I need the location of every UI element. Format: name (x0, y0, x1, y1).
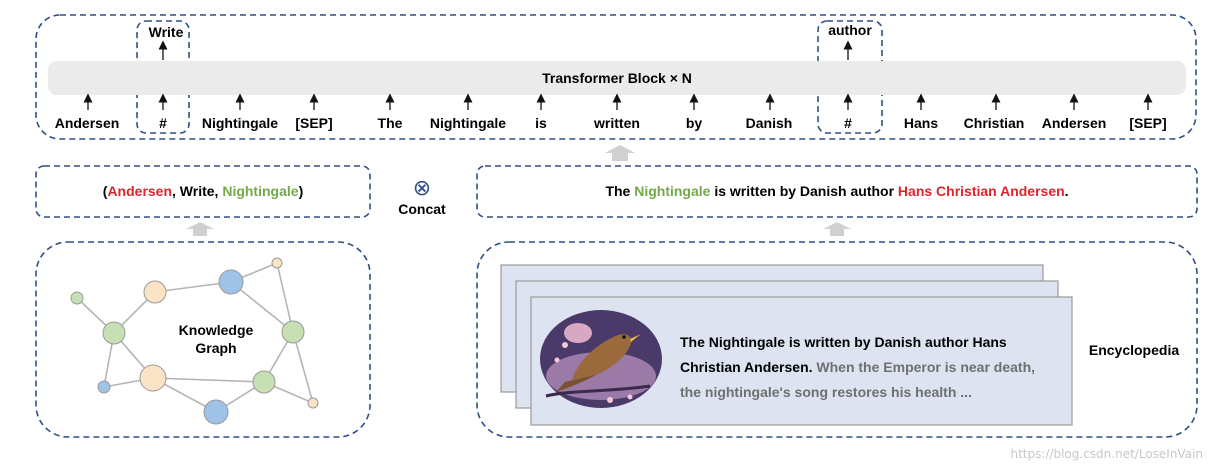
input-token: by (686, 115, 703, 131)
sentence-entity-andersen: Hans Christian Andersen (898, 183, 1065, 199)
graph-node (97, 380, 111, 394)
input-token: Andersen (55, 115, 120, 131)
input-sentence: The Nightingale is written by Danish aut… (605, 183, 1068, 199)
encyclopedia-text-line3: the nightingale's song restores his heal… (680, 384, 972, 400)
input-token: Andersen (1042, 115, 1107, 131)
encyclopedia-text-line2: Christian Andersen. When the Emperor is … (680, 359, 1035, 375)
nightingale-illustration (540, 310, 662, 408)
input-token: Nightingale (202, 115, 278, 131)
input-token: # (844, 115, 852, 131)
graph-node (307, 397, 319, 409)
flow-arrow-up-right-top (605, 145, 635, 161)
watermark: https://blog.csdn.net/LoseInVain (1010, 447, 1203, 461)
sentence-box (476, 165, 1198, 218)
transformer-block-label: Transformer Block × N (542, 70, 692, 86)
input-token: Hans (904, 115, 938, 131)
knowledge-graph-label-line1: Knowledge (179, 322, 254, 338)
knowledge-triple-box (35, 165, 371, 218)
knowledge-graph-panel (35, 241, 371, 438)
input-token: [SEP] (295, 115, 332, 131)
input-token: # (159, 115, 167, 131)
encyclopedia-panel (476, 241, 1198, 438)
sentence-entity-nightingale: Nightingale (634, 183, 710, 199)
triple-relation: Write (180, 183, 215, 199)
graph-node (252, 370, 276, 394)
knowledge-triple: (Andersen, Write, Nightingale) (103, 183, 303, 199)
output-token-author: author (828, 22, 872, 38)
graph-node (143, 280, 167, 304)
graph-node (271, 257, 283, 269)
input-token-row: Andersen # Nightingale [SEP] The Nightin… (55, 93, 1167, 131)
input-token: Danish (746, 115, 793, 131)
graph-node (70, 291, 84, 305)
transformer-block-bar (48, 61, 1186, 95)
graph-node (218, 269, 244, 295)
input-token: [SEP] (1129, 115, 1166, 131)
graph-node (139, 364, 167, 392)
knowledge-graph (70, 257, 319, 425)
transformer-panel (35, 14, 1197, 140)
graph-node (102, 321, 126, 345)
concat-label: Concat (398, 201, 446, 217)
input-token: Nightingale (430, 115, 506, 131)
encyclopedia-label: Encyclopedia (1089, 342, 1179, 358)
flow-arrow-up-left (186, 222, 214, 236)
flow-arrow-up-right (823, 222, 851, 236)
input-token: is (535, 115, 547, 131)
triple-tail: Nightingale (222, 183, 298, 199)
output-token-write: Write (149, 24, 184, 40)
input-token: written (593, 115, 640, 131)
input-token: Christian (964, 115, 1025, 131)
triple-head: Andersen (107, 183, 172, 199)
graph-node (281, 320, 305, 344)
encyclopedia-text-line1: The Nightingale is written by Danish aut… (680, 334, 1007, 350)
knowledge-graph-label-line2: Graph (195, 340, 236, 356)
input-token: The (378, 115, 403, 131)
graph-node (203, 399, 229, 425)
concat-icon: ⊗ (413, 175, 431, 200)
